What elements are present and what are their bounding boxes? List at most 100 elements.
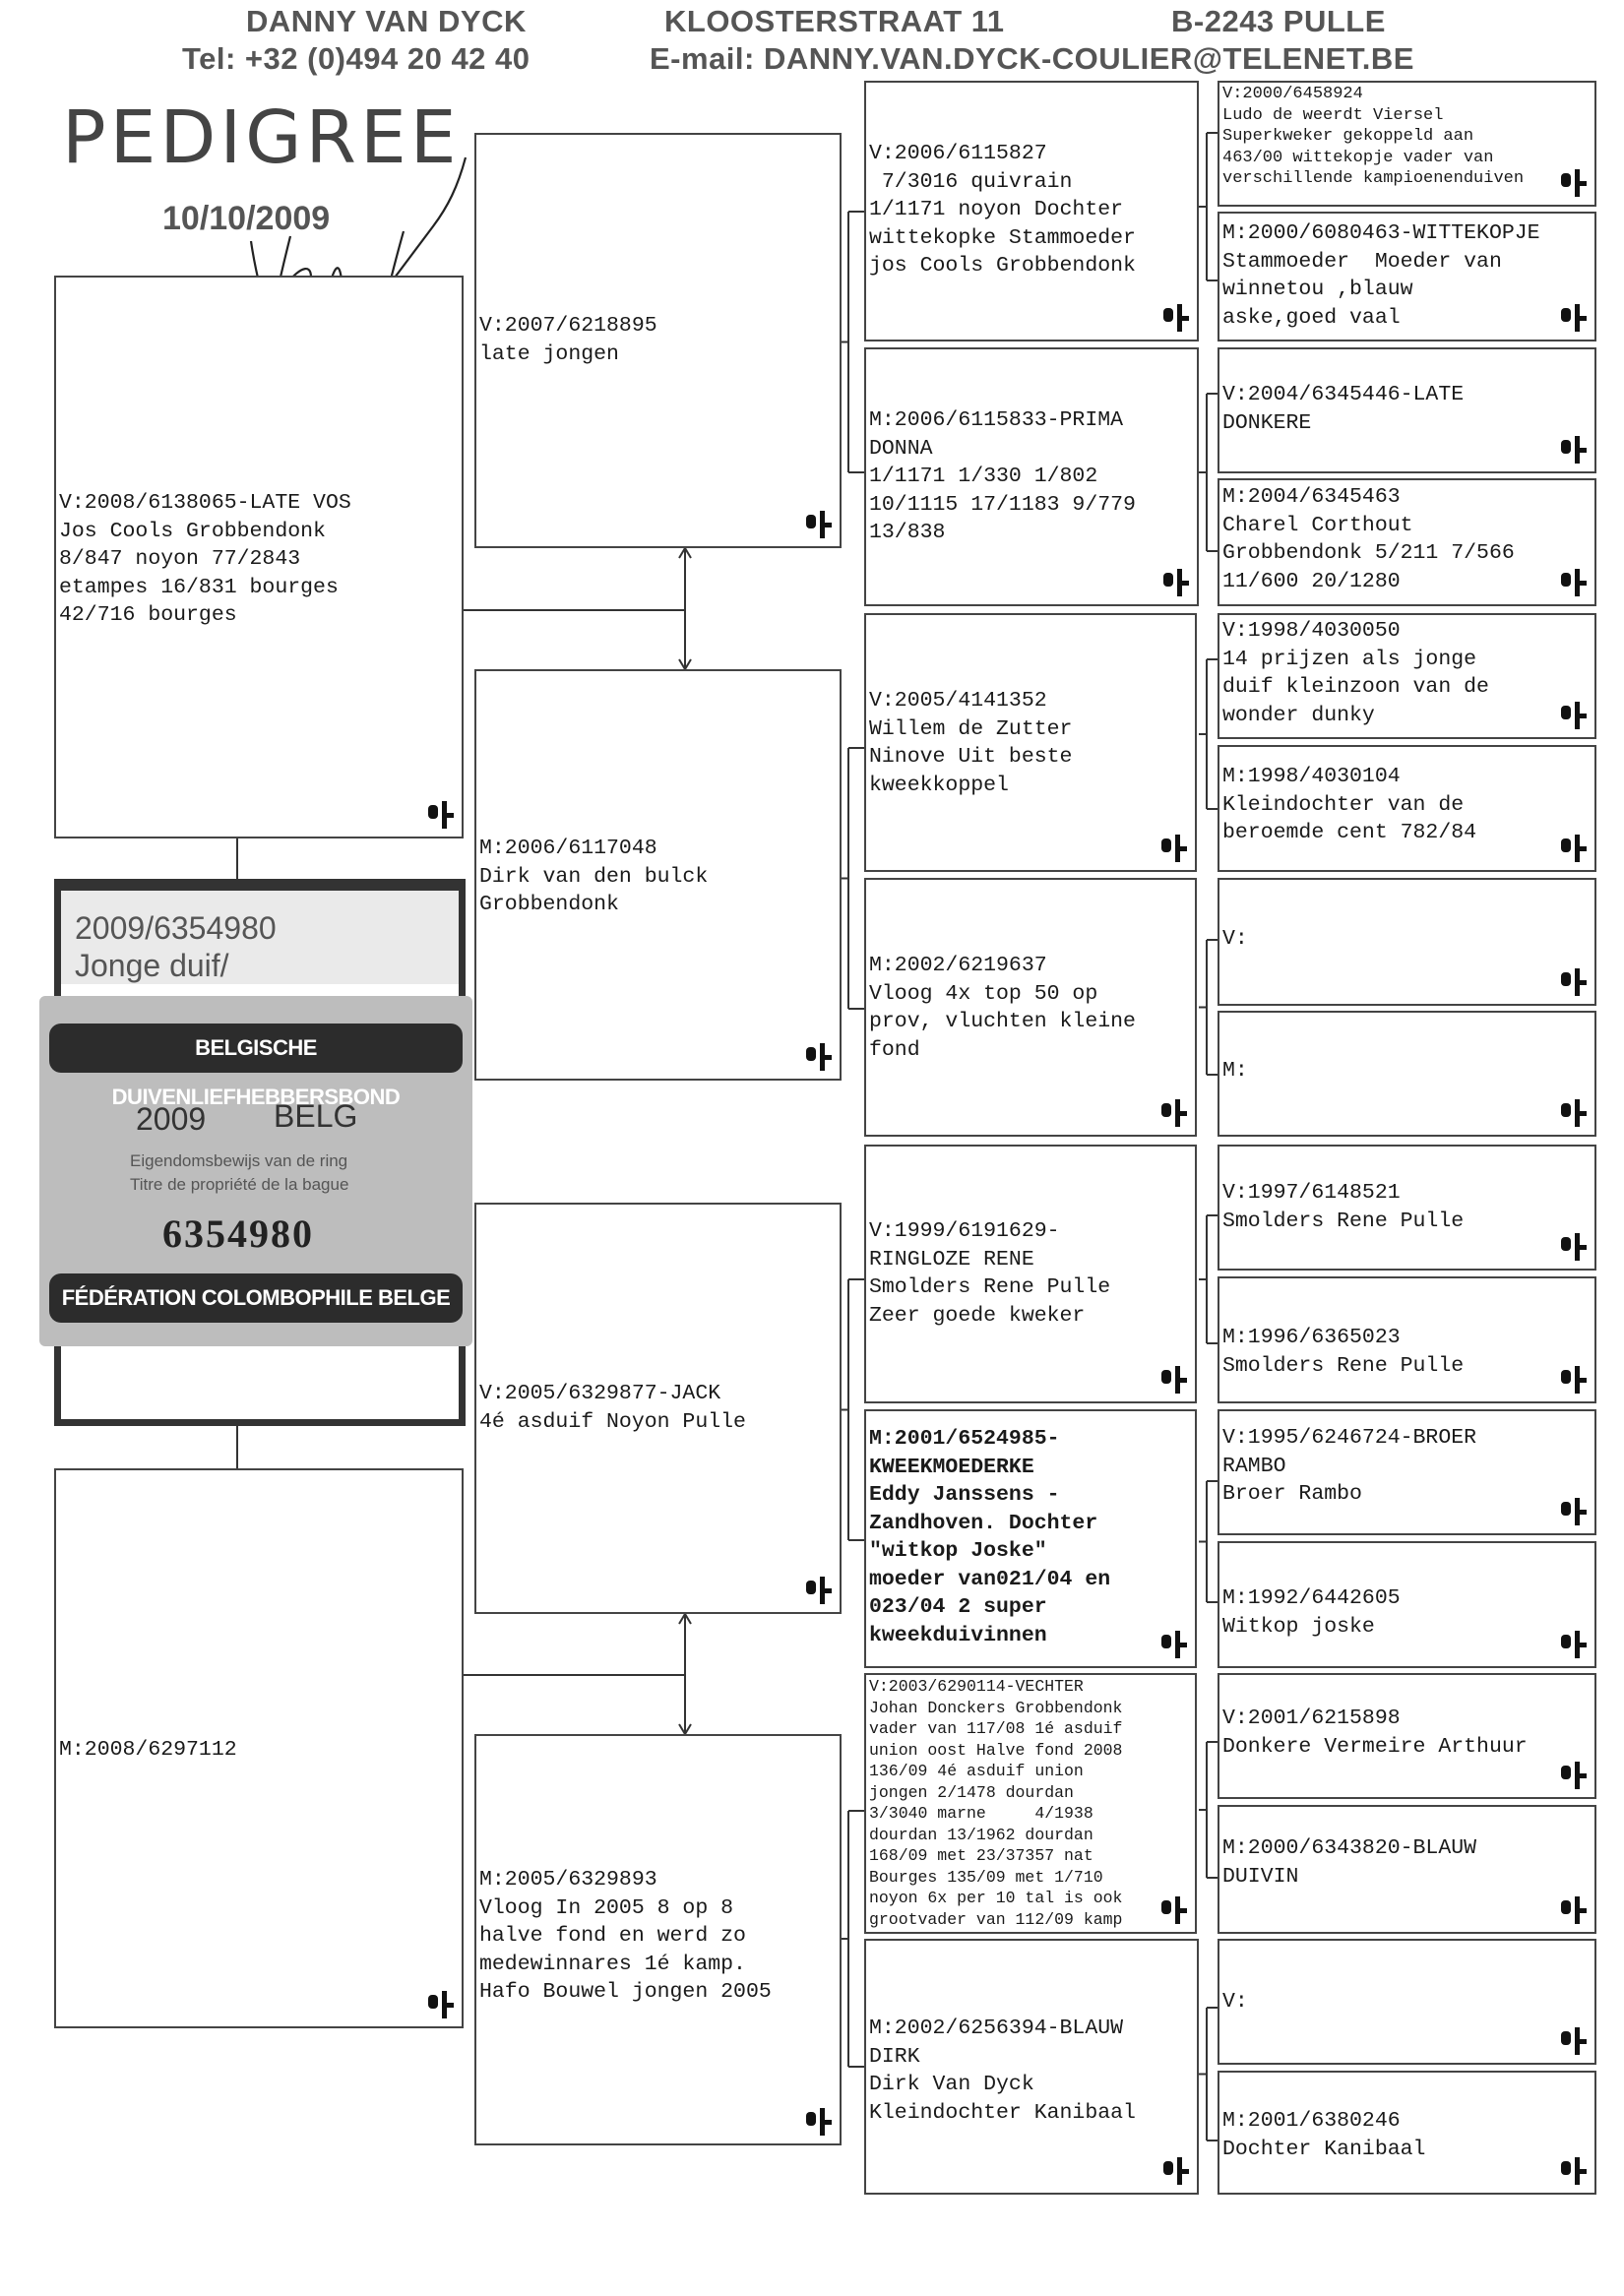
ggg-text-9: V:1997/6148521 Smolders Rene Pulle bbox=[1222, 1179, 1592, 1235]
ggg-box-12: M:1992/6442605 Witkop joske bbox=[1218, 1541, 1596, 1668]
box-mark-icon bbox=[1159, 569, 1191, 598]
box-mark-icon bbox=[802, 511, 834, 540]
ring-line-fr: Titre de propriété de la bague bbox=[130, 1175, 348, 1195]
ggg-text-10: M:1996/6365023 Smolders Rene Pulle bbox=[1222, 1324, 1592, 1380]
ggg-text-6: M:1998/4030104 Kleindochter van de beroe… bbox=[1222, 763, 1592, 847]
ggg-box-2: M:2000/6080463-WITTEKOPJE Stammoeder Moe… bbox=[1218, 212, 1596, 341]
ggg-box-7: V: bbox=[1218, 878, 1596, 1006]
box-mark-icon bbox=[1557, 169, 1589, 199]
great-grandparent-box-5: V:1999/6191629- RINGLOZE RENE Smolders R… bbox=[864, 1145, 1197, 1403]
ring-banner-bottom: FÉDÉRATION COLOMBOPHILE BELGE bbox=[49, 1273, 463, 1323]
box-mark-icon bbox=[1157, 1631, 1189, 1660]
great-grandparent-box-4: M:2002/6219637 Vloog 4x top 50 op prov, … bbox=[864, 878, 1197, 1137]
pigeon-category: Jonge duif/ bbox=[75, 948, 229, 984]
box-mark-icon bbox=[1557, 2027, 1589, 2057]
ggg-text-1: V:2000/6458924 Ludo de weerdt Viersel Su… bbox=[1222, 84, 1592, 190]
great-grandparent-box-3: V:2005/4141352 Willem de Zutter Ninove U… bbox=[864, 613, 1197, 872]
box-mark-icon bbox=[1157, 1896, 1189, 1926]
great-grandparent-text-1: V:2006/6115827 7/3016 quivrain 1/1171 no… bbox=[869, 140, 1194, 280]
box-mark-icon bbox=[1557, 2157, 1589, 2187]
box-mark-icon bbox=[1557, 1896, 1589, 1926]
great-grandparent-box-1: V:2006/6115827 7/3016 quivrain 1/1171 no… bbox=[864, 81, 1199, 341]
dam-text: M:2008/6297112 bbox=[59, 1736, 459, 1765]
great-grandparent-box-2: M:2006/6115833-PRIMA DONNA 1/1171 1/330 … bbox=[864, 347, 1199, 606]
box-mark-icon bbox=[1557, 304, 1589, 334]
ggg-text-14: M:2000/6343820-BLAUW DUIVIN bbox=[1222, 1834, 1592, 1891]
box-mark-icon bbox=[1157, 835, 1189, 864]
ggg-box-8: M: bbox=[1218, 1011, 1596, 1137]
box-mark-icon bbox=[1557, 1631, 1589, 1660]
box-mark-icon bbox=[1557, 968, 1589, 998]
ring-number: 6354980 bbox=[162, 1210, 314, 1257]
ggg-box-6: M:1998/4030104 Kleindochter van de beroe… bbox=[1218, 745, 1596, 872]
box-mark-icon bbox=[424, 801, 456, 831]
box-mark-icon bbox=[802, 2108, 834, 2138]
box-mark-icon bbox=[1557, 569, 1589, 598]
great-grandparent-text-6: M:2001/6524985- KWEEKMOEDERKE Eddy Janss… bbox=[869, 1425, 1192, 1649]
grandparent-box-4: M:2005/6329893 Vloog In 2005 8 op 8 halv… bbox=[474, 1734, 842, 2145]
grandparent-text-3: V:2005/6329877-JACK 4é asduif Noyon Pull… bbox=[479, 1380, 837, 1436]
sire-box: V:2008/6138065-LATE VOS Jos Cools Grobbe… bbox=[54, 276, 464, 838]
box-mark-icon bbox=[424, 1991, 456, 2020]
great-grandparent-box-6: M:2001/6524985- KWEEKMOEDERKE Eddy Janss… bbox=[864, 1409, 1197, 1668]
great-grandparent-text-2: M:2006/6115833-PRIMA DONNA 1/1171 1/330 … bbox=[869, 406, 1194, 547]
ring-year: 2009 bbox=[136, 1101, 206, 1138]
great-grandparent-text-5: V:1999/6191629- RINGLOZE RENE Smolders R… bbox=[869, 1217, 1192, 1330]
grandparent-box-2: M:2006/6117048 Dirk van den bulck Grobbe… bbox=[474, 669, 842, 1081]
ggg-text-13: V:2001/6215898 Donkere Vermeire Arthuur bbox=[1222, 1705, 1592, 1761]
ggg-box-9: V:1997/6148521 Smolders Rene Pulle bbox=[1218, 1145, 1596, 1271]
ggg-box-13: V:2001/6215898 Donkere Vermeire Arthuur bbox=[1218, 1673, 1596, 1799]
ggg-box-14: M:2000/6343820-BLAUW DUIVIN bbox=[1218, 1805, 1596, 1934]
grandparent-text-2: M:2006/6117048 Dirk van den bulck Grobbe… bbox=[479, 835, 837, 919]
ggg-box-5: V:1998/4030050 14 prijzen als jonge duif… bbox=[1218, 613, 1596, 739]
pigeon-ring-number: 2009/6354980 bbox=[75, 910, 277, 947]
dam-box: M:2008/6297112 bbox=[54, 1468, 464, 2028]
great-grandparent-box-7: V:2003/6290114-VECHTER Johan Donckers Gr… bbox=[864, 1673, 1197, 1934]
ggg-box-3: V:2004/6345446-LATE DONKERE bbox=[1218, 347, 1596, 473]
box-mark-icon bbox=[1557, 436, 1589, 465]
ring-line-nl: Eigendomsbewijs van de ring bbox=[130, 1151, 347, 1171]
great-grandparent-text-4: M:2002/6219637 Vloog 4x top 50 op prov, … bbox=[869, 952, 1192, 1064]
grandparent-text-1: V:2007/6218895 late jongen bbox=[479, 312, 837, 368]
ring-country: BELG bbox=[274, 1098, 357, 1135]
ggg-text-3: V:2004/6345446-LATE DONKERE bbox=[1222, 381, 1592, 437]
box-mark-icon bbox=[1557, 1366, 1589, 1396]
box-mark-icon bbox=[1557, 1762, 1589, 1791]
ggg-box-1: V:2000/6458924 Ludo de weerdt Viersel Su… bbox=[1218, 81, 1596, 207]
box-mark-icon bbox=[1157, 1099, 1189, 1129]
box-mark-icon bbox=[1557, 1099, 1589, 1129]
box-mark-icon bbox=[1557, 835, 1589, 864]
ggg-text-11: V:1995/6246724-BROER RAMBO Broer Rambo bbox=[1222, 1424, 1592, 1509]
box-mark-icon bbox=[1159, 2157, 1191, 2187]
grandparent-box-1: V:2007/6218895 late jongen bbox=[474, 133, 842, 548]
great-grandparent-box-8: M:2002/6256394-BLAUW DIRK Dirk Van Dyck … bbox=[864, 1939, 1199, 2195]
box-mark-icon bbox=[802, 1043, 834, 1073]
box-mark-icon bbox=[1557, 702, 1589, 731]
box-mark-icon bbox=[1557, 1498, 1589, 1527]
box-mark-icon bbox=[1557, 1233, 1589, 1263]
grandparent-text-4: M:2005/6329893 Vloog In 2005 8 op 8 halv… bbox=[479, 1866, 837, 2007]
ggg-text-8: M: bbox=[1222, 1057, 1592, 1086]
ggg-text-2: M:2000/6080463-WITTEKOPJE Stammoeder Moe… bbox=[1222, 219, 1592, 332]
ggg-box-16: M:2001/6380246 Dochter Kanibaal bbox=[1218, 2071, 1596, 2195]
great-grandparent-text-8: M:2002/6256394-BLAUW DIRK Dirk Van Dyck … bbox=[869, 2015, 1194, 2127]
ggg-text-15: V: bbox=[1222, 1988, 1592, 2017]
ggg-box-10: M:1996/6365023 Smolders Rene Pulle bbox=[1218, 1276, 1596, 1403]
ggg-text-12: M:1992/6442605 Witkop joske bbox=[1222, 1584, 1592, 1641]
box-mark-icon bbox=[802, 1577, 834, 1606]
box-mark-icon bbox=[1157, 1366, 1189, 1396]
ring-banner-top: BELGISCHE DUIVENLIEFHEBBERSBOND bbox=[49, 1024, 463, 1073]
great-grandparent-text-7: V:2003/6290114-VECHTER Johan Donckers Gr… bbox=[869, 1676, 1192, 1930]
ggg-box-11: V:1995/6246724-BROER RAMBO Broer Rambo bbox=[1218, 1409, 1596, 1535]
ggg-text-5: V:1998/4030050 14 prijzen als jonge duif… bbox=[1222, 617, 1592, 729]
ggg-text-4: M:2004/6345463 Charel Corthout Grobbendo… bbox=[1222, 483, 1592, 595]
ring-ownership-certificate: BELGISCHE DUIVENLIEFHEBBERSBOND 2009 BEL… bbox=[39, 996, 472, 1346]
ggg-box-15: V: bbox=[1218, 1939, 1596, 2065]
ggg-text-16: M:2001/6380246 Dochter Kanibaal bbox=[1222, 2107, 1592, 2163]
ggg-box-4: M:2004/6345463 Charel Corthout Grobbendo… bbox=[1218, 478, 1596, 606]
ggg-text-7: V: bbox=[1222, 925, 1592, 954]
sire-text: V:2008/6138065-LATE VOS Jos Cools Grobbe… bbox=[59, 489, 459, 630]
box-mark-icon bbox=[1159, 304, 1191, 334]
grandparent-box-3: V:2005/6329877-JACK 4é asduif Noyon Pull… bbox=[474, 1203, 842, 1614]
great-grandparent-text-3: V:2005/4141352 Willem de Zutter Ninove U… bbox=[869, 687, 1192, 799]
